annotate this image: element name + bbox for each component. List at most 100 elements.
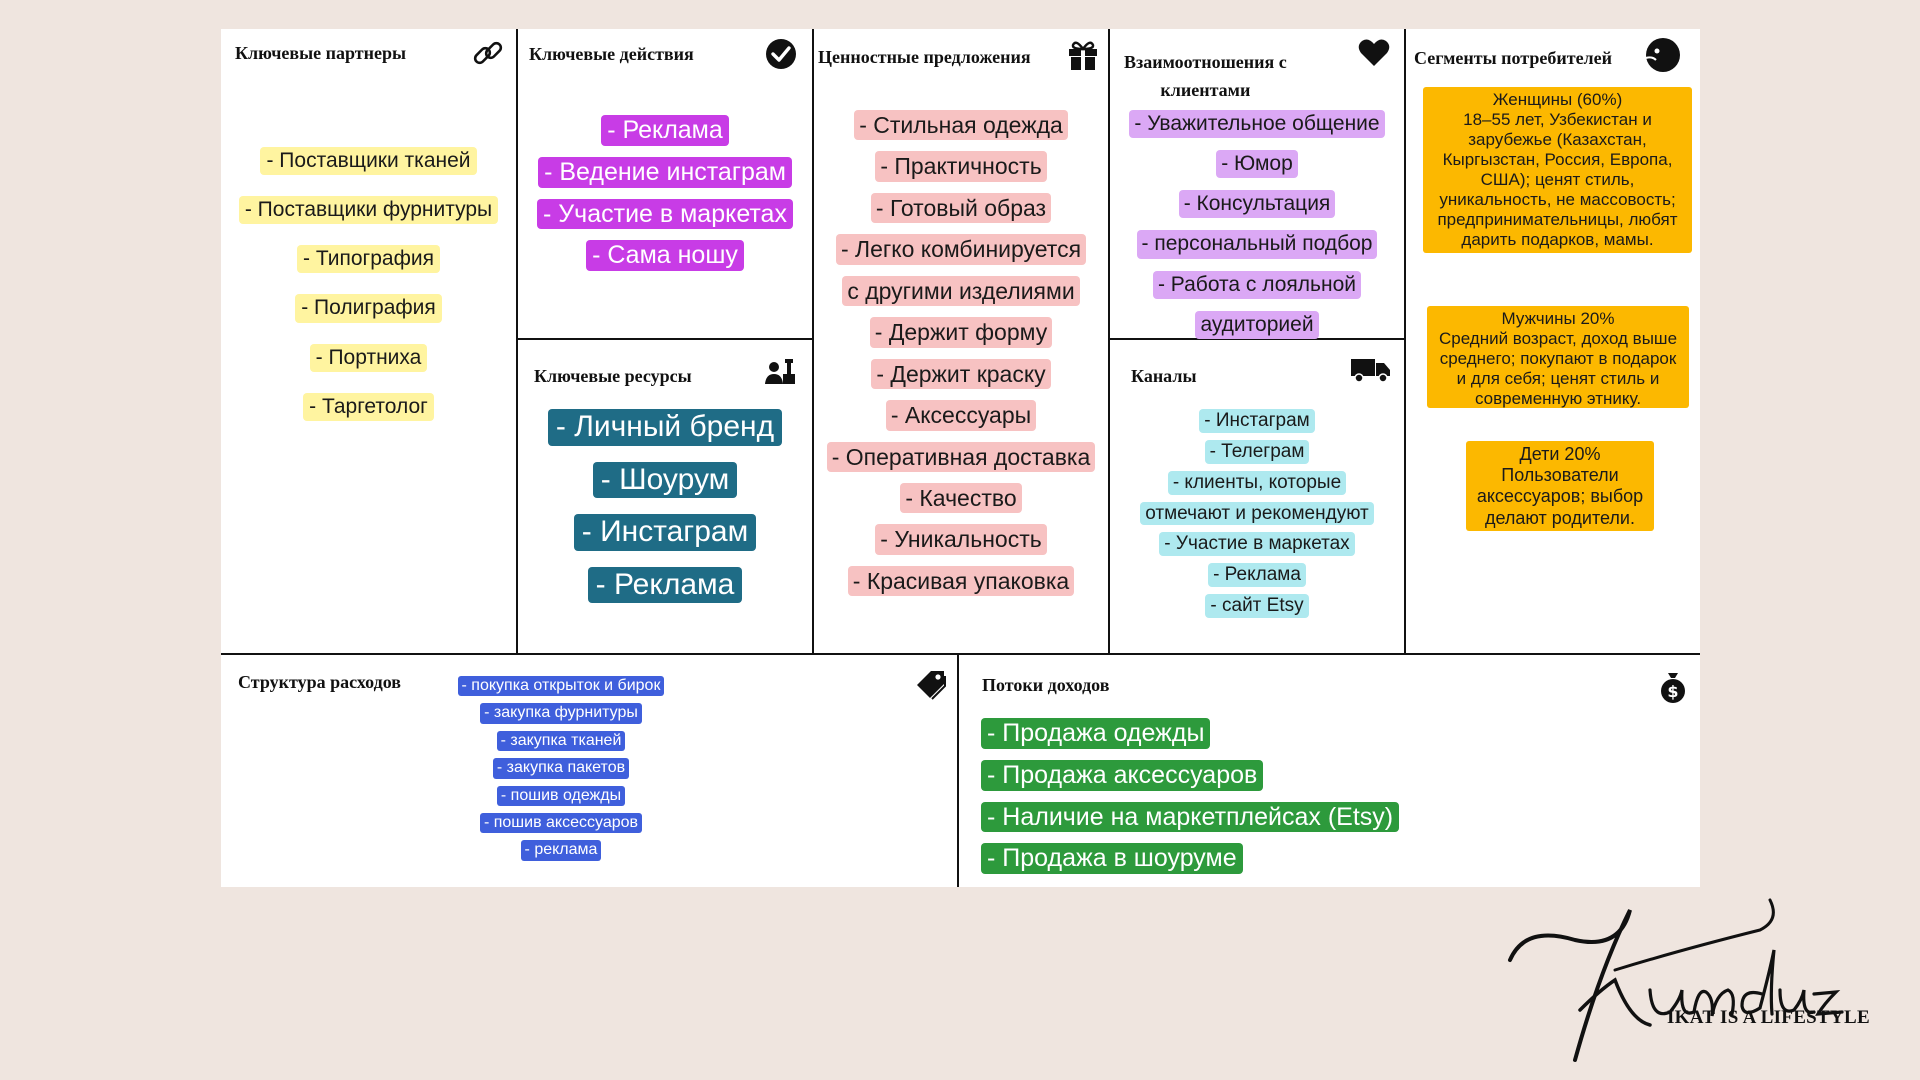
divider-v-bottom [957, 654, 959, 887]
divider-v4 [1404, 29, 1406, 654]
list-item: - Аксессуары [885, 400, 1037, 431]
segment-women-line: 18–55 лет, Узбекистан и [1463, 110, 1652, 130]
list-item: - Держит форму [869, 317, 1053, 348]
list-item: - Уникальность [875, 524, 1047, 555]
list-item: - Продажа одежды [981, 718, 1211, 749]
list-item: - Поставщики фурнитуры [238, 196, 499, 225]
list-item: - Инстаграм [573, 514, 757, 551]
business-model-canvas: Ключевые партнеры - Поставщики тканей - … [221, 29, 1700, 887]
face-icon [1645, 38, 1680, 72]
list-item: - покупка открыток и бирок [457, 676, 665, 697]
svg-text:$: $ [1667, 682, 1678, 701]
list-item: - Инстаграм [1199, 409, 1315, 433]
segment-women-line: предпринимательницы, любят [1437, 210, 1678, 230]
segment-men-line: Мужчины 20% [1501, 309, 1615, 328]
segment-women: Женщины (60%) 18–55 лет, Узбекистан и за… [1423, 87, 1692, 253]
key-resources-list: - Личный бренд - Шоурум - Инстаграм - Ре… [518, 409, 812, 619]
customer-relationships-title-line1: Взаимоотношения с [1124, 52, 1287, 72]
list-item: - закупка тканей [496, 730, 626, 752]
heart-icon [1358, 39, 1390, 66]
revenue-streams-list: - Продажа одежды - Продажа аксессуаров -… [981, 718, 1400, 885]
segment-men: Мужчины 20% Средний возраст, доход выше … [1427, 306, 1689, 408]
segment-men-line: и для себя; ценят стиль и [1456, 369, 1660, 389]
list-item: - Личный бренд [547, 409, 783, 446]
value-propositions-title: Ценностные предложения [818, 47, 1031, 67]
key-partners-title: Ключевые партнеры [235, 43, 407, 63]
segment-women-line: зарубежье (Казахстан, [1468, 130, 1647, 150]
divider-h-bottom [221, 653, 1700, 655]
revenue-streams-title: Потоки доходов [982, 675, 1110, 695]
list-item: - Участие в маркетах [537, 198, 793, 230]
segment-women-line: Кыргызстан, Россия, Европа, [1442, 150, 1673, 170]
divider-h-activities [516, 338, 814, 340]
channels-cell: Каналы - Инстаграм - Телеграм - клиенты,… [1110, 340, 1404, 653]
divider-h-relations [1108, 338, 1406, 340]
list-item: - Стильная одежда [854, 110, 1068, 141]
divider-v3 [1108, 29, 1110, 654]
list-item: - Готовый образ [870, 192, 1052, 224]
list-item: - Легко комбинируется [835, 234, 1087, 265]
list-item: - Красивая упаковка [847, 565, 1075, 597]
list-item: - Держит краску [871, 358, 1051, 390]
list-item: - Качество [900, 482, 1022, 514]
value-propositions-list: - Стильная одежда - Практичность - Готов… [814, 110, 1108, 607]
list-item: - Ведение инстаграм [538, 156, 792, 188]
list-item: - Реклама [1208, 563, 1306, 588]
revenue-streams-cell: Потоки доходов $ - Продажа одежды - Прод… [959, 655, 1700, 887]
key-partners-list: - Поставщики тканей - Поставщики фурниту… [221, 147, 516, 442]
cost-structure-list: - покупка открыток и бирок - закупка фур… [451, 676, 671, 868]
segment-men-line: современную этнику. [1474, 389, 1642, 409]
list-item: - клиенты, которые [1167, 470, 1347, 495]
list-item: - Участие в маркетах [1159, 532, 1355, 557]
segment-women-line: уникальность, не массовость; [1439, 190, 1676, 210]
segment-men-line: среднего; покупают в подарок [1439, 349, 1677, 369]
segment-women-line: Женщины (60%) [1492, 90, 1623, 109]
money-bag-icon: $ [1661, 673, 1685, 703]
customer-relationships-list: - Уважительное общение - Юмор - Консульт… [1110, 110, 1404, 351]
customer-segments-title: Сегменты потребителей [1414, 48, 1613, 68]
segment-women-line: США); ценят стиль, [1480, 170, 1635, 190]
list-item: - Консультация [1178, 190, 1336, 219]
key-activities-list: - Реклама - Ведение инстаграм - Участие … [518, 115, 812, 282]
list-item: - Поставщики тканей [260, 147, 477, 176]
customer-segments-cell: Сегменты потребителей Женщины (60%) 18–5… [1406, 29, 1700, 653]
list-item: - Портниха [309, 343, 428, 372]
cost-structure-title: Структура расходов [238, 672, 402, 692]
customer-relationships-title-line2: клиентами [1160, 80, 1251, 100]
brand-logo-signature [1508, 898, 1844, 1062]
list-item: с другими изделиями [842, 275, 1080, 307]
value-propositions-cell: Ценностные предложения - Стильная одежда… [814, 29, 1108, 653]
list-item: - Таргетолог [303, 392, 434, 421]
key-activities-cell: Ключевые действия - Реклама - Ведение ин… [518, 29, 812, 338]
list-item: - Практичность [875, 151, 1047, 182]
list-item: - Типография [297, 245, 440, 274]
segment-kids: Дети 20% Пользователи аксессуаров; выбор… [1466, 441, 1654, 531]
key-activities-title: Ключевые действия [529, 44, 694, 64]
channels-list: - Инстаграм - Телеграм - клиенты, которы… [1110, 409, 1404, 625]
key-resources-title: Ключевые ресурсы [534, 366, 692, 386]
key-partners-cell: Ключевые партнеры - Поставщики тканей - … [221, 29, 516, 653]
segment-kids-line: Пользователи [1501, 465, 1619, 486]
link-icon [473, 41, 503, 65]
list-item: отмечают и рекомендуют [1140, 501, 1374, 526]
list-item: - Телеграм [1204, 439, 1310, 464]
cost-structure-cell: Структура расходов - покупка открыток и … [221, 655, 957, 887]
list-item: - Реклама [587, 566, 743, 603]
gift-icon [1069, 41, 1097, 70]
truck-icon [1351, 359, 1390, 383]
divider-v2 [812, 29, 814, 654]
list-item: - Работа с лояльной [1152, 270, 1362, 299]
list-item: - реклама [520, 840, 602, 861]
segment-men-line: Средний возраст, доход выше [1438, 329, 1678, 349]
list-item: - Реклама [601, 115, 729, 146]
brand-tagline: IKAT IS A LIFESTYLE [1666, 1007, 1870, 1028]
list-item: - персональный подбор [1136, 230, 1378, 259]
list-item: аудиторией [1195, 310, 1319, 339]
list-item: - пошив аксессуаров [479, 812, 643, 834]
list-item: - закупка пакетов [492, 758, 630, 779]
segment-kids-line: делают родители. [1485, 507, 1635, 528]
list-item: - Сама ношу [586, 240, 744, 271]
segment-women-line: дарить подарков, мамы. [1461, 230, 1654, 250]
segment-kids-line: аксессуаров; выбор [1476, 486, 1644, 507]
divider-v1 [516, 29, 518, 654]
